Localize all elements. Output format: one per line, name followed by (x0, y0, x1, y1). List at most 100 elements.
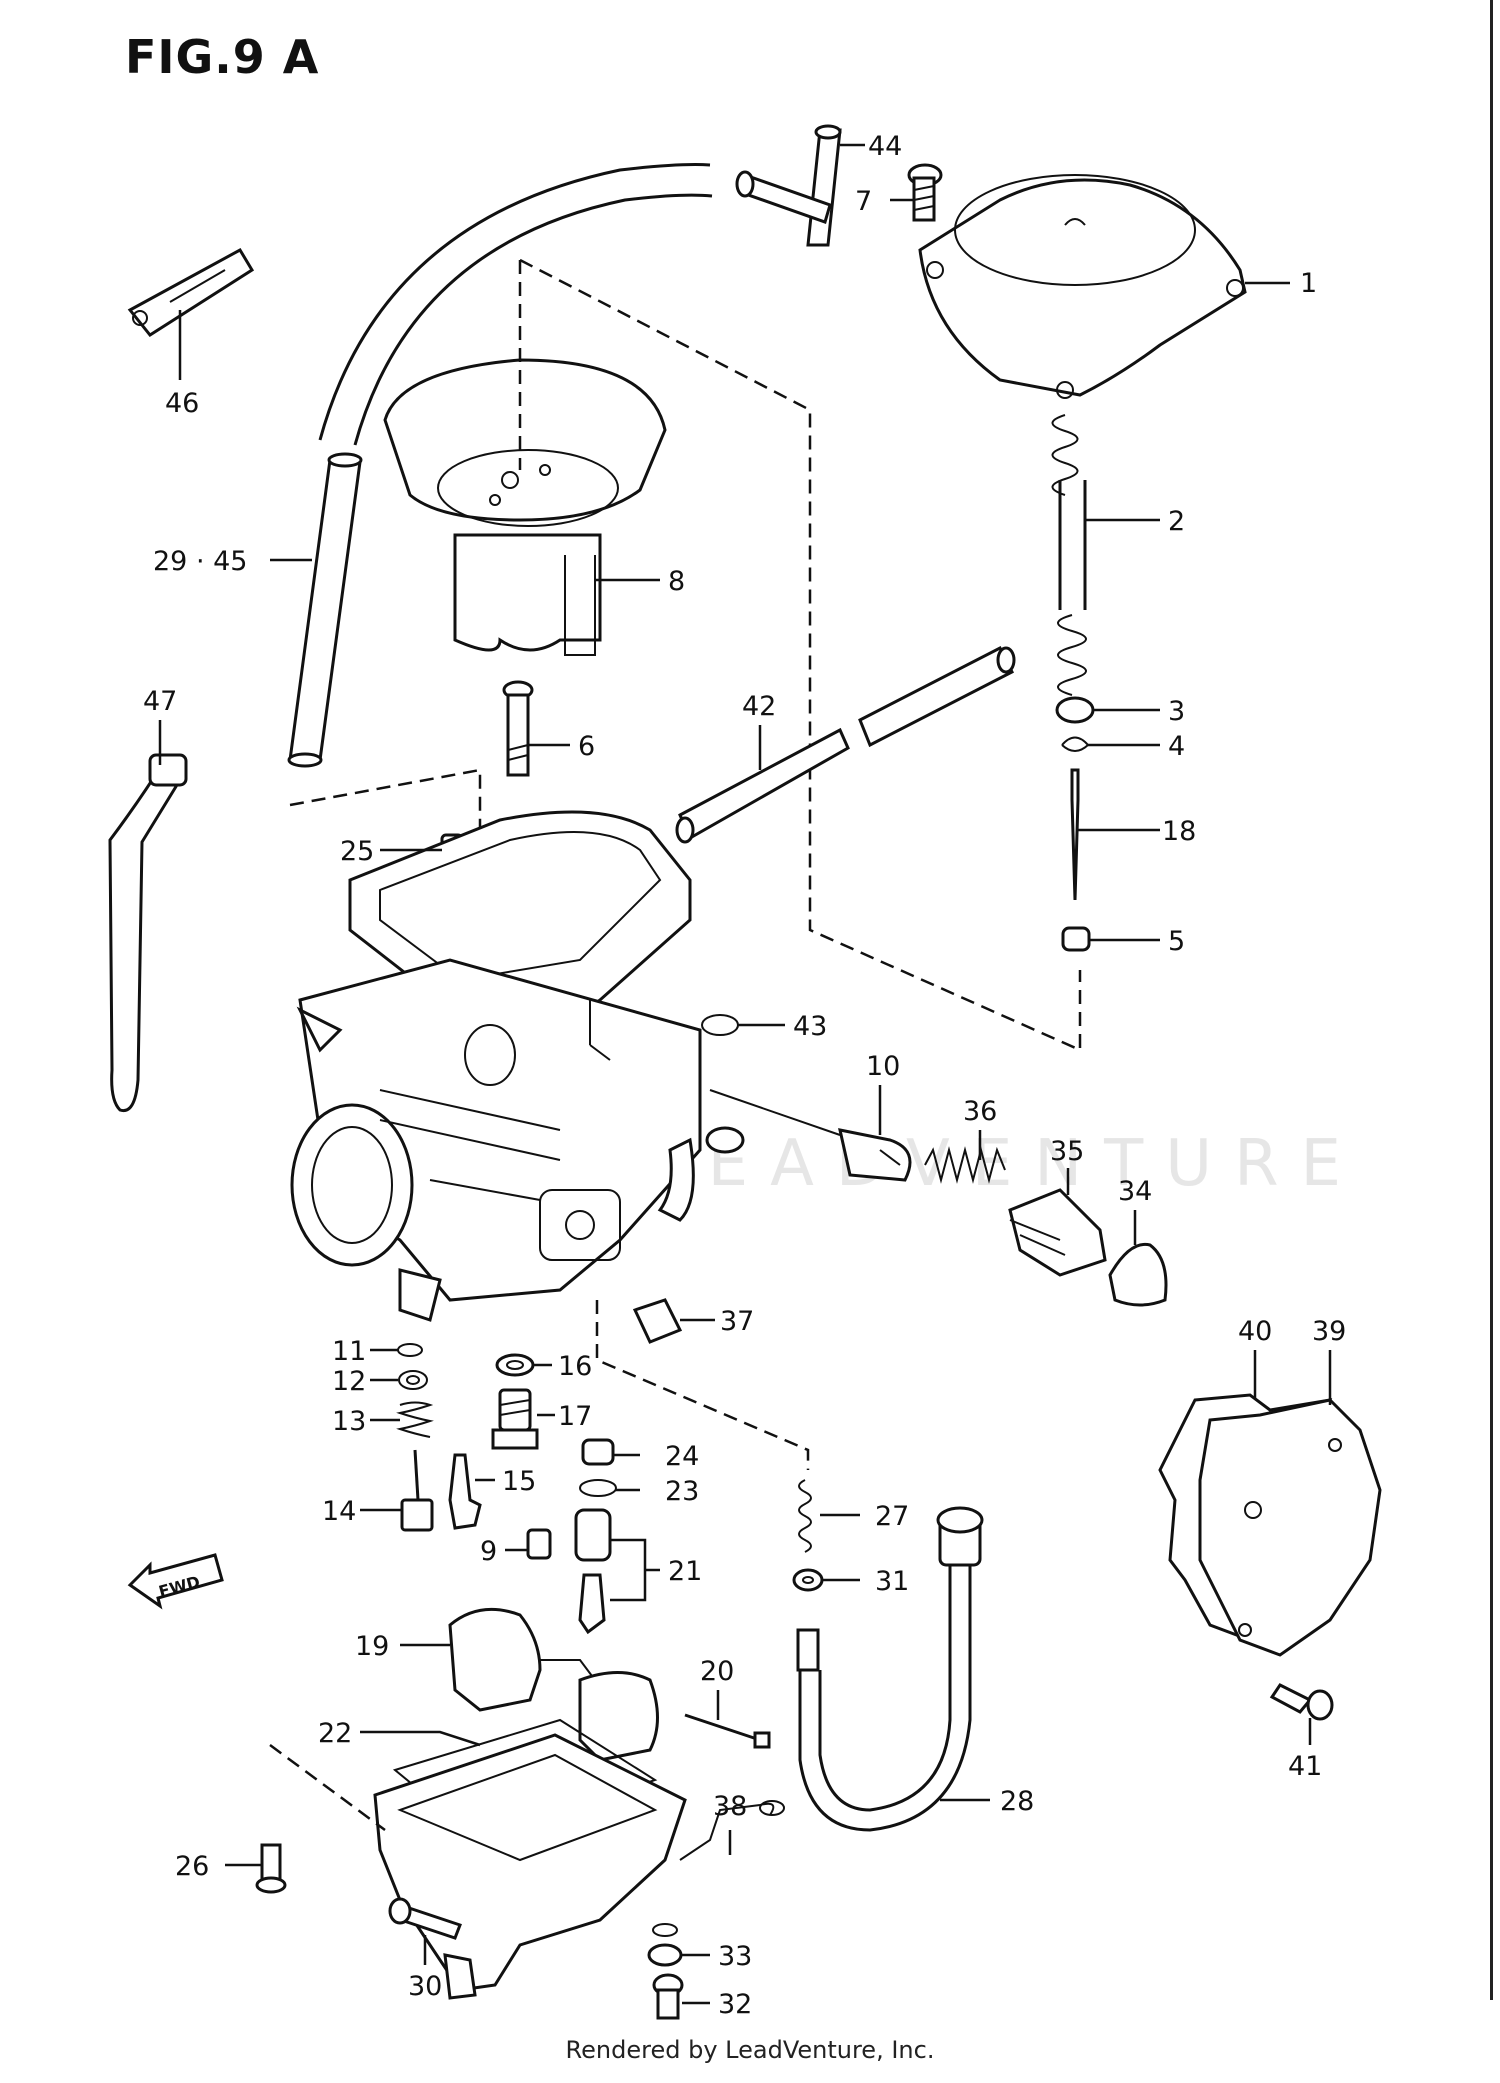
callout-34[interactable]: 34 (1118, 1176, 1152, 1207)
part-20-float-pin[interactable] (684, 1713, 771, 1749)
part-15-pilot-jet[interactable] (448, 1453, 482, 1530)
callout-6[interactable]: 6 (578, 731, 595, 762)
part-12-washer[interactable] (398, 1370, 428, 1390)
part-11-o-ring[interactable] (397, 1343, 423, 1357)
part-38-drain-hose-clamp[interactable] (679, 1800, 785, 1861)
callout-39[interactable]: 39 (1312, 1316, 1346, 1347)
callout-28[interactable]: 28 (1000, 1786, 1034, 1817)
part-31-washer[interactable] (792, 1568, 824, 1592)
part-35-starter-nut[interactable] (1008, 1188, 1107, 1277)
callout-27[interactable]: 27 (875, 1501, 909, 1532)
part-26-screw[interactable] (255, 1843, 287, 1894)
callout-11[interactable]: 11 (332, 1336, 366, 1367)
part-4-needle-clip[interactable] (1061, 736, 1090, 752)
part-8-piston-diaphragm[interactable] (383, 358, 667, 656)
forward-direction-arrow: FWD (127, 1553, 224, 1610)
callout-18[interactable]: 18 (1162, 816, 1196, 847)
callout-15[interactable]: 15 (502, 1466, 536, 1497)
part-7-screw[interactable] (907, 163, 943, 222)
part-33-o-ring[interactable] (647, 1923, 683, 1967)
part-32-drain-screw[interactable] (652, 1973, 684, 2020)
part-10-starter-plunger[interactable] (709, 1089, 912, 1182)
part-13-spring[interactable] (396, 1401, 434, 1438)
callout-16[interactable]: 16 (558, 1351, 592, 1382)
part-19-float[interactable] (448, 1607, 659, 1762)
part-30-screw[interactable] (388, 1897, 462, 1940)
part-36-spring[interactable] (924, 1146, 1006, 1184)
part-29-45-hose[interactable] (287, 163, 713, 768)
float-chamber[interactable] (373, 1733, 687, 2000)
part-42-hose[interactable] (675, 645, 1016, 844)
callout-35[interactable]: 35 (1050, 1136, 1084, 1167)
part-3-needle-holder[interactable] (1055, 696, 1095, 724)
callout-21[interactable]: 21 (668, 1556, 702, 1587)
callout-3[interactable]: 3 (1168, 696, 1185, 727)
callout-41[interactable]: 41 (1288, 1751, 1322, 1782)
part-9-plug[interactable] (526, 1528, 552, 1560)
callout-2[interactable]: 2 (1168, 506, 1185, 537)
callout-1[interactable]: 1 (1300, 268, 1317, 299)
callout-19[interactable]: 19 (355, 1631, 389, 1662)
part-37-plug[interactable] (632, 1298, 683, 1344)
callout-46[interactable]: 46 (165, 388, 199, 419)
part-46-bracket[interactable] (127, 247, 255, 337)
callout-43[interactable]: 43 (793, 1011, 827, 1042)
callout-9[interactable]: 9 (480, 1536, 497, 1567)
part-23-o-ring[interactable] (579, 1479, 617, 1497)
callout-labels: 1 2 3 4 18 5 44 7 46 29 · 45 8 47 6 42 2… (143, 131, 1346, 2020)
callout-26[interactable]: 26 (175, 1851, 209, 1882)
callout-10[interactable]: 10 (866, 1051, 900, 1082)
callout-40[interactable]: 40 (1238, 1316, 1272, 1347)
part-14-pilot-screw[interactable] (400, 1449, 434, 1532)
part-18-jet-needle[interactable] (1070, 768, 1080, 901)
callout-30[interactable]: 30 (408, 1971, 442, 2002)
callout-33[interactable]: 33 (718, 1941, 752, 1972)
callout-17[interactable]: 17 (558, 1401, 592, 1432)
part-43-washer[interactable] (701, 1014, 739, 1036)
callout-32[interactable]: 32 (718, 1989, 752, 2020)
part-24-main-jet-cap[interactable] (581, 1438, 615, 1466)
callout-14[interactable]: 14 (322, 1496, 356, 1527)
watermark-text: LEADVENTURE (650, 1127, 1363, 1201)
carburetor-body[interactable] (290, 810, 745, 1322)
callout-5[interactable]: 5 (1168, 926, 1185, 957)
callout-24[interactable]: 24 (665, 1441, 699, 1472)
callout-47[interactable]: 47 (143, 686, 177, 717)
part-44-t-joint[interactable] (735, 124, 842, 247)
callout-25[interactable]: 25 (340, 836, 374, 867)
callout-31[interactable]: 31 (875, 1566, 909, 1597)
part-39-cover[interactable] (1198, 1398, 1382, 1657)
callout-37[interactable]: 37 (720, 1306, 754, 1337)
callout-7[interactable]: 7 (855, 186, 872, 217)
footer-credit: Rendered by LeadVenture, Inc. (565, 2036, 935, 2064)
callout-4[interactable]: 4 (1168, 731, 1185, 762)
callout-44[interactable]: 44 (868, 131, 902, 162)
part-1-carburetor-top-cap[interactable] (918, 174, 1247, 399)
callout-20[interactable]: 20 (700, 1656, 734, 1687)
part-21-main-jet[interactable] (574, 1508, 612, 1635)
part-28-throttle-cable[interactable] (796, 1506, 984, 1832)
callout-13[interactable]: 13 (332, 1406, 366, 1437)
callout-12[interactable]: 12 (332, 1366, 366, 1397)
callout-36[interactable]: 36 (963, 1096, 997, 1127)
part-41-screw[interactable] (1269, 1683, 1334, 1721)
assembly-line-cable (595, 1300, 810, 1470)
page-border (1490, 0, 1493, 2000)
part-6-screw[interactable] (502, 680, 534, 777)
callout-29-45[interactable]: 29 · 45 (153, 546, 247, 577)
figure-title: FIG.9 A (125, 30, 320, 84)
callout-23[interactable]: 23 (665, 1476, 699, 1507)
callout-22[interactable]: 22 (318, 1718, 352, 1749)
part-34-rubber-cap[interactable] (1108, 1242, 1168, 1307)
callout-8[interactable]: 8 (668, 566, 685, 597)
part-2-piston-spring[interactable] (1051, 414, 1087, 696)
part-16-washer[interactable] (495, 1353, 535, 1377)
callout-42[interactable]: 42 (742, 691, 776, 722)
callout-leaders (158, 143, 1332, 2005)
part-17-needle-jet-holder[interactable] (491, 1388, 539, 1450)
callout-38[interactable]: 38 (713, 1791, 747, 1822)
part-47-tool[interactable] (108, 753, 188, 1113)
part-27-spring[interactable] (798, 1479, 812, 1553)
assembly-line-piston (289, 258, 1082, 1052)
part-5-washer[interactable] (1061, 926, 1091, 952)
